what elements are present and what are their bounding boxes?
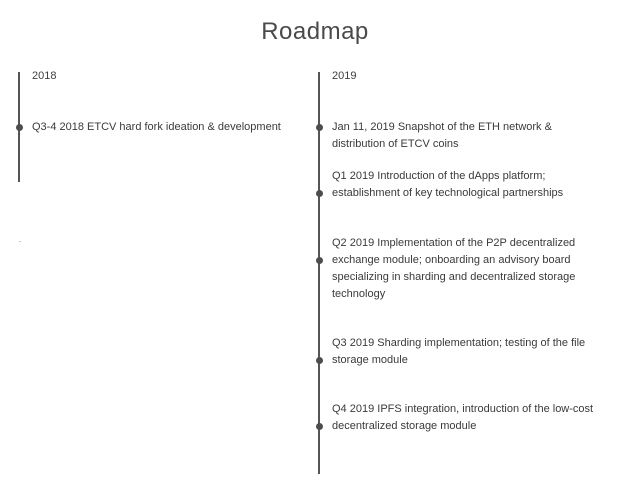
speck-mark — [19, 241, 21, 242]
year-label-2018: 2018 — [32, 70, 57, 82]
event-2018-q3-4: Q3-4 2018 ETCV hard fork ideation & deve… — [32, 121, 281, 133]
timeline-dot-2019-q4 — [315, 422, 323, 430]
event-2019-jan11: Jan 11, 2019 Snapshot of the ETH network… — [332, 121, 552, 150]
year-label-2019: 2019 — [332, 70, 357, 82]
event-2019-q1: Q1 2019 Introduction of the dApps platfo… — [332, 170, 564, 199]
page-title: Roadmap — [261, 18, 369, 45]
timeline-dot-2019-q1 — [315, 189, 323, 197]
event-2019-q3: Q3 2019 Sharding implementation; testing… — [332, 337, 586, 366]
timeline-line-2019 — [318, 72, 320, 474]
timeline-dot-2019-q2 — [315, 256, 323, 264]
event-2019-q4: Q4 2019 IPFS integration, introduction o… — [332, 403, 594, 432]
event-2019-q2: Q2 2019 Implementation of the P2P decent… — [332, 237, 576, 300]
timeline-dot-2018-q3-4 — [15, 123, 23, 131]
timeline-dot-2019-jan11 — [315, 123, 323, 131]
timeline-dot-2019-q3 — [315, 356, 323, 364]
